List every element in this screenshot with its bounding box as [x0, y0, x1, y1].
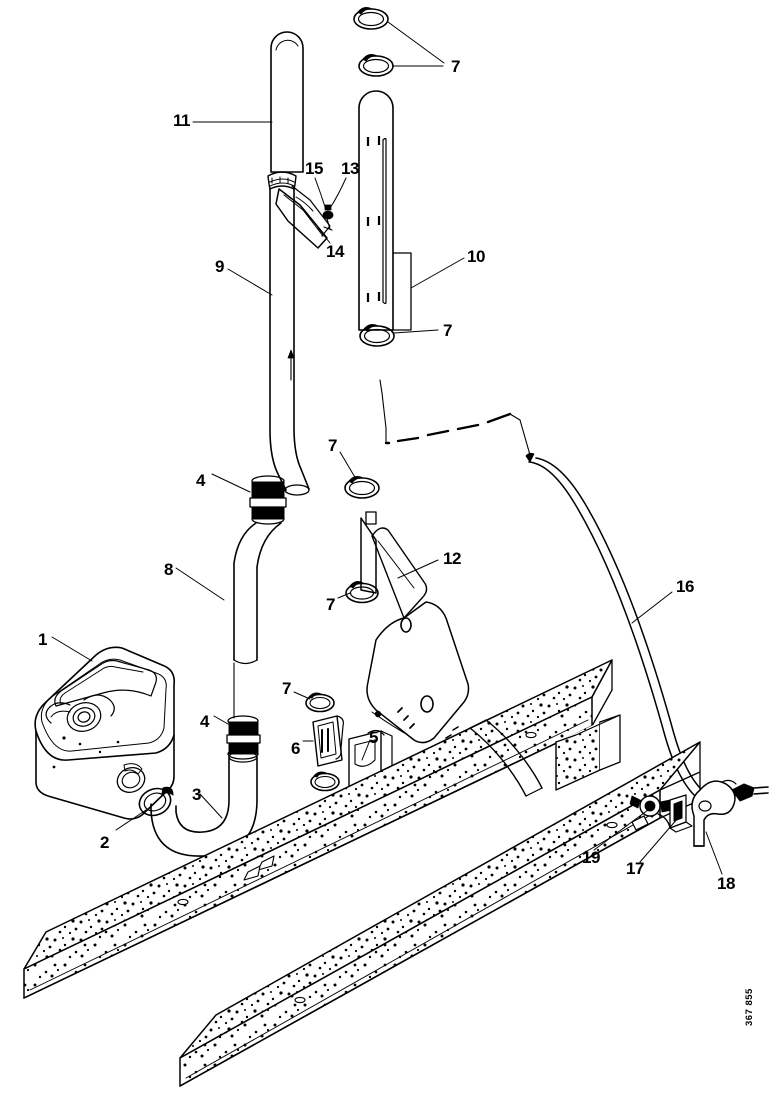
- part-support-strap: [275, 185, 331, 249]
- callout-4-lower: 4: [200, 712, 209, 731]
- part-cable-anchor: [669, 794, 693, 833]
- callout-12: 12: [443, 549, 461, 568]
- part-hose-clamp-top-2: [358, 54, 394, 77]
- part-heat-shield-tube: [358, 90, 412, 331]
- callout-2: 2: [100, 833, 109, 852]
- part-hose-clamp-mid-2: [344, 476, 380, 499]
- part-pipe-coupling-upper: [249, 475, 287, 525]
- part-muffler-silencer: [34, 646, 176, 820]
- callout-7-shield: 7: [443, 321, 452, 340]
- part-hose-clamp-low-2: [310, 771, 340, 792]
- leader-dashed-shield: [379, 379, 531, 456]
- part-pipe-coupling-lower: [226, 662, 261, 760]
- callout-7-top: 7: [451, 57, 460, 76]
- part-nut-washer: [322, 204, 334, 231]
- callout-7-block: 7: [282, 679, 291, 698]
- part-chassis-frame-rail-upper: [23, 659, 613, 999]
- leader-lines: [51, 21, 723, 875]
- callout-19: 19: [582, 848, 600, 867]
- callout-7-bracket: 7: [326, 595, 335, 614]
- callout-10: 10: [467, 247, 485, 266]
- callout-9: 9: [215, 257, 224, 276]
- part-cable-bracket: [691, 779, 737, 847]
- callout-7-mid: 7: [328, 436, 337, 455]
- callout-4-upper: 4: [196, 471, 205, 490]
- part-crossmember: [469, 714, 621, 797]
- sheet-number: 367 855: [744, 988, 755, 1026]
- part-chassis-frame-rail-lower: [179, 741, 701, 1087]
- part-rain-cap-stack: [270, 31, 304, 173]
- callout-15: 15: [305, 159, 323, 178]
- part-hose-clamp-mid-3: [345, 581, 379, 604]
- callout-11: 11: [173, 111, 190, 130]
- part-exhaust-stack-pipe: [267, 171, 310, 496]
- callout-17: 17: [626, 859, 644, 878]
- callout-18: 18: [717, 874, 735, 893]
- part-hose-clamp-top-1: [353, 7, 389, 30]
- part-flexible-hose: [233, 522, 282, 665]
- callout-14: 14: [326, 242, 344, 261]
- part-clamp-block: [312, 715, 344, 767]
- part-mounting-bracket-plate: [360, 511, 470, 744]
- callout-13: 13: [341, 159, 359, 178]
- callout-1: 1: [38, 630, 47, 649]
- callout-16: 16: [676, 577, 694, 596]
- callout-5: 5: [369, 728, 378, 747]
- callout-3: 3: [192, 785, 201, 804]
- callout-8: 8: [164, 560, 173, 579]
- callout-6: 6: [291, 739, 300, 758]
- part-hose-clamp-low-1: [305, 692, 335, 713]
- part-hose-clamp-mid-1: [359, 324, 395, 347]
